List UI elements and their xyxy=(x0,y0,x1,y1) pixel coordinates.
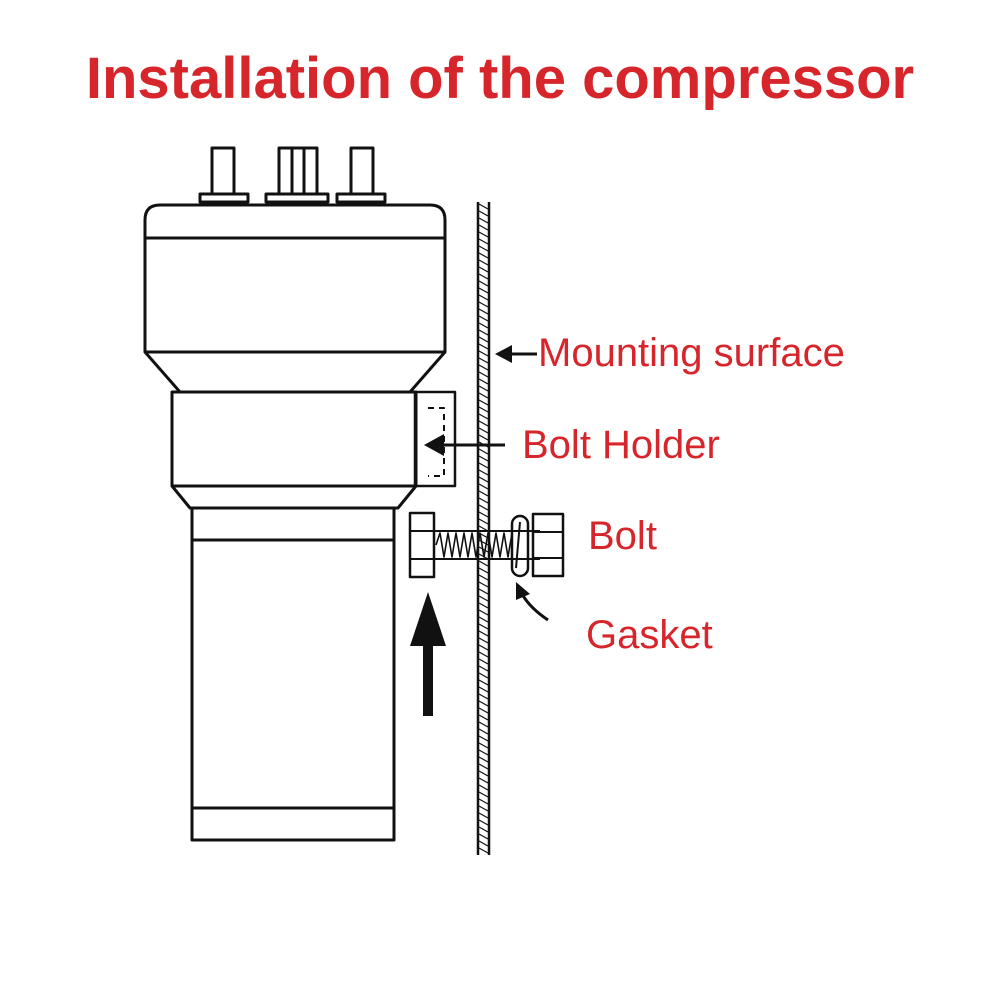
page-title: Installation of the compressor xyxy=(85,46,915,111)
label-mounting-surface: Mounting surface xyxy=(538,331,845,375)
motor-cylinder xyxy=(190,506,396,842)
compressor-neck xyxy=(143,351,447,394)
arrow-up-icon xyxy=(410,592,446,716)
arrow-gasket xyxy=(516,582,549,622)
label-gasket: Gasket xyxy=(586,613,713,657)
bolt-assembly xyxy=(408,511,565,579)
arrow-mounting-surface xyxy=(495,345,537,363)
label-bolt-holder: Bolt Holder xyxy=(522,423,720,467)
label-bolt: Bolt xyxy=(588,514,657,558)
compressor-head xyxy=(143,203,447,354)
top-fittings xyxy=(198,146,387,204)
arrow-bolt-holder xyxy=(424,434,505,456)
mounting-surface-wall xyxy=(476,202,491,855)
compressor-body xyxy=(170,390,418,510)
